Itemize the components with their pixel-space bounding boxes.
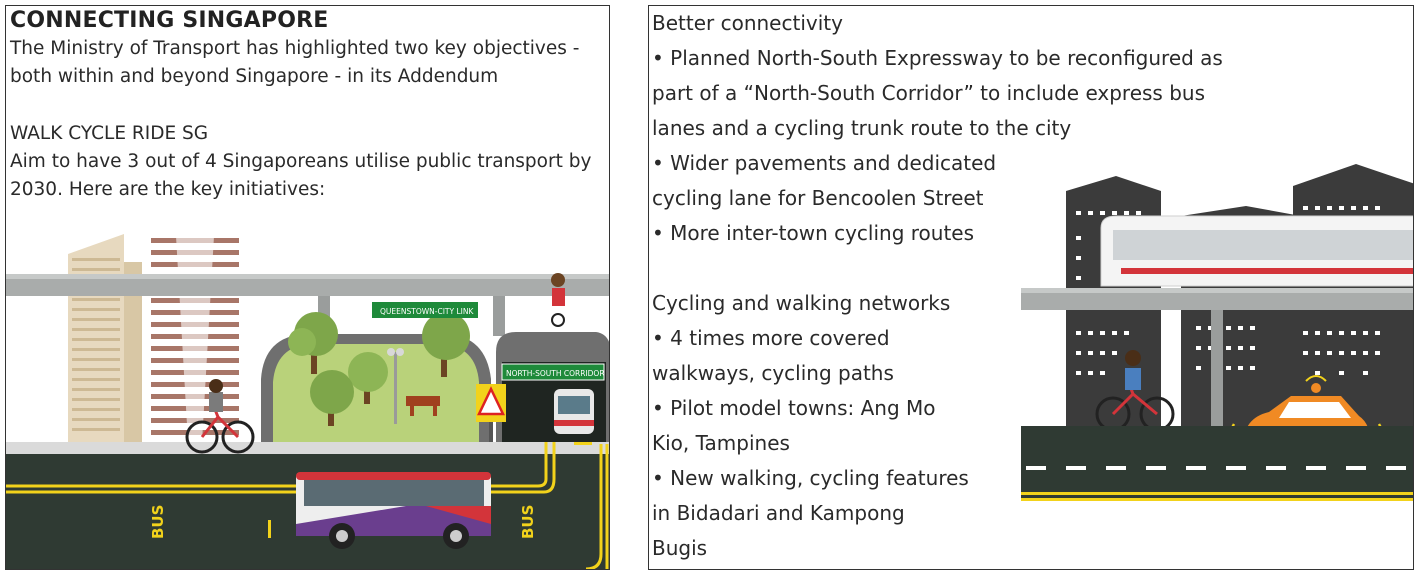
intro-line-2: both within and beyond Singapore - in it… (10, 66, 499, 87)
right-line-13: Kio, Tampines (652, 431, 790, 455)
right-line-7: • More inter-town cycling routes (652, 221, 975, 245)
cyclist-left (185, 379, 255, 454)
right-line-3: part of a “North-South Corridor” to incl… (652, 81, 1205, 105)
right-line-11: walkways, cycling paths (652, 361, 894, 385)
metro-illustration (1021, 164, 1413, 501)
skyscraper-center (151, 236, 239, 442)
tree-1 (288, 312, 338, 374)
right-line-14: • New walking, cycling features (652, 466, 969, 490)
right-line-5: • Wider pavements and dedicated (652, 151, 997, 175)
section-line-1: Aim to have 3 out of 4 Singaporeans util… (10, 151, 592, 172)
bus-marking-2: BUS (519, 505, 537, 539)
right-line-1: Better connectivity (652, 11, 843, 35)
right-line-10: • 4 times more covered (652, 326, 890, 350)
right-panel: Better connectivity • Planned North-Sout… (648, 5, 1414, 570)
tree-4 (310, 370, 354, 426)
bus (296, 472, 491, 549)
right-line-4: lanes and a cycling trunk route to the c… (652, 116, 1072, 140)
warning-sign-icon (476, 384, 506, 444)
section-heading: WALK CYCLE RIDE SG (10, 123, 209, 144)
mrt-train (1100, 215, 1413, 287)
intro-line-1: The Ministry of Transport has highlighte… (10, 38, 580, 59)
tree-3 (348, 352, 388, 404)
city-illustration: QUEENSTOWN-CITY LINK NORTH-SOUTH CORRIDO… (6, 234, 609, 569)
bench (406, 396, 440, 406)
viaduct-right (1021, 288, 1413, 310)
skyscraper-left (68, 234, 142, 442)
cyclist-top (551, 273, 565, 327)
right-line-12: • Pilot model towns: Ang Mo (652, 396, 936, 420)
left-panel: CONNECTING SINGAPORE The Ministry of Tra… (5, 5, 610, 570)
tree-2 (422, 312, 470, 377)
viaduct (6, 274, 609, 296)
section-line-2: 2030. Here are the key initiatives: (10, 179, 326, 200)
road-right (1021, 426, 1413, 501)
right-line-15: in Bidadari and Kampong (652, 501, 905, 525)
panel-title: CONNECTING SINGAPORE (10, 8, 329, 33)
bus-marking-1: BUS (149, 505, 167, 539)
right-line-16: Bugis (652, 536, 708, 560)
sign-queenstown-label: QUEENSTOWN-CITY LINK (380, 307, 474, 316)
sign-north-south: NORTH-SOUTH CORRIDOR (501, 363, 605, 381)
right-line-2: • Planned North-South Expressway to be r… (652, 46, 1223, 70)
sign-north-south-label: NORTH-SOUTH CORRIDOR (506, 369, 605, 378)
sign-queenstown: QUEENSTOWN-CITY LINK (372, 302, 478, 318)
right-line-6: cycling lane for Bencoolen Street (652, 186, 984, 210)
right-line-9: Cycling and walking networks (652, 291, 951, 315)
